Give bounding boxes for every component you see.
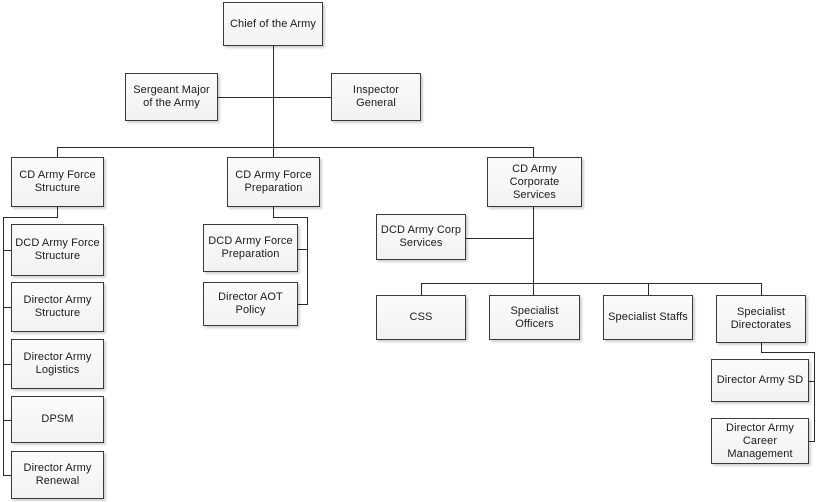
connector-cs-assistant-link (466, 238, 534, 239)
connector-division-drop-corporate-services (533, 147, 534, 158)
node-label: DCD Army Force Preparation (208, 235, 293, 260)
connector-sd-stem-right (761, 352, 815, 353)
node-label: Director AOT Policy (218, 291, 283, 316)
node-label: Director Army Career Management (726, 421, 794, 460)
node-director-army-logistics[interactable]: Director Army Logistics (11, 339, 104, 389)
node-css[interactable]: CSS (376, 295, 466, 340)
connector-chief-down-to-division-bar (273, 97, 274, 147)
node-dcd-army-force-structure[interactable]: DCD Army Force Structure (11, 224, 104, 276)
node-label: CSS (409, 311, 433, 323)
node-label: CD Army Force Preparation (235, 169, 312, 194)
node-dpsm[interactable]: DPSM (11, 396, 104, 443)
connector-fp-stem-down (273, 207, 274, 217)
connector-fs-branch-logistics (3, 364, 12, 365)
connector-cs-drop-specialist-directorates (761, 283, 762, 295)
connector-fp-spine (307, 217, 308, 305)
connector-cs-drop-css (421, 283, 422, 295)
connector-fs-spine (3, 217, 4, 475)
node-label: Inspector General (352, 84, 400, 109)
connector-fs-branch-structure (3, 307, 12, 308)
node-dcd-army-force-preparation[interactable]: DCD Army Force Preparation (203, 224, 298, 272)
node-specialist-staffs[interactable]: Specialist Staffs (603, 295, 693, 340)
node-director-aot-policy[interactable]: Director AOT Policy (203, 282, 298, 326)
node-director-army-structure[interactable]: Director Army Structure (11, 282, 104, 332)
connector-division-bar (57, 147, 534, 148)
connector-sd-branch-career-management (809, 441, 815, 442)
node-cd-army-force-preparation[interactable]: CD Army Force Preparation (227, 157, 320, 207)
node-label: Specialist Staffs (608, 311, 688, 323)
node-label: CD Army Corporate Services (509, 162, 560, 201)
node-label: Director Army Logistics (23, 351, 92, 376)
node-sergeant-major-of-the-army[interactable]: Sergeant Major of the Army (125, 73, 218, 121)
node-label: Director Army Renewal (23, 462, 92, 487)
node-specialist-officers[interactable]: Specialist Officers (489, 295, 580, 340)
node-label: DCD Army Force Structure (15, 237, 100, 262)
node-inspector-general[interactable]: Inspector General (331, 73, 421, 121)
connector-fp-branch-dcd (298, 249, 308, 250)
node-label: DCD Army Corp Services (380, 224, 462, 249)
connector-fs-branch-renewal (3, 475, 12, 476)
connector-fs-stem-left (3, 217, 58, 218)
connector-cs-spine (533, 207, 534, 295)
node-label: DPSM (41, 413, 74, 425)
connector-cs-children-bar (421, 283, 761, 284)
node-cd-army-corporate-services[interactable]: CD Army Corporate Services (487, 157, 582, 207)
connector-sd-spine (814, 352, 815, 442)
node-label: Sergeant Major of the Army (133, 84, 210, 109)
node-label: Director Army SD (716, 374, 804, 386)
connector-fp-branch-aot (298, 304, 308, 305)
connector-division-drop-force-structure (57, 147, 58, 158)
connector-staff-bar-to-sergeant-major (218, 97, 274, 98)
node-director-army-renewal[interactable]: Director Army Renewal (11, 451, 104, 499)
node-cd-army-force-structure[interactable]: CD Army Force Structure (11, 157, 104, 207)
connector-fs-branch-dcd (3, 250, 12, 251)
node-chief-of-the-army[interactable]: Chief of the Army (223, 2, 323, 46)
node-specialist-directorates[interactable]: Specialist Directorates (716, 295, 806, 343)
node-director-army-sd[interactable]: Director Army SD (711, 359, 809, 402)
node-label: Chief of the Army (229, 17, 317, 30)
connector-cs-drop-specialist-staffs (648, 283, 649, 295)
connector-sd-branch-army-sd (809, 381, 815, 382)
connector-sd-stem-down (761, 343, 762, 352)
connector-chief-down-to-staff (273, 46, 274, 97)
node-director-army-career-management[interactable]: Director Army Career Management (711, 418, 809, 464)
connector-fs-stem-down (57, 207, 58, 217)
connector-fp-stem-right (273, 217, 308, 218)
node-label: CD Army Force Structure (19, 169, 96, 194)
node-dcd-army-corp-services[interactable]: DCD Army Corp Services (376, 214, 466, 260)
connector-cs-drop-specialist-officers (533, 283, 534, 295)
connector-staff-bar-to-inspector-general (273, 97, 331, 98)
connector-division-drop-force-preparation (273, 147, 274, 158)
connector-fs-branch-dpsm (3, 420, 12, 421)
node-label: Specialist Directorates (730, 306, 792, 331)
node-label: Specialist Officers (510, 304, 559, 330)
node-label: Director Army Structure (23, 294, 92, 319)
